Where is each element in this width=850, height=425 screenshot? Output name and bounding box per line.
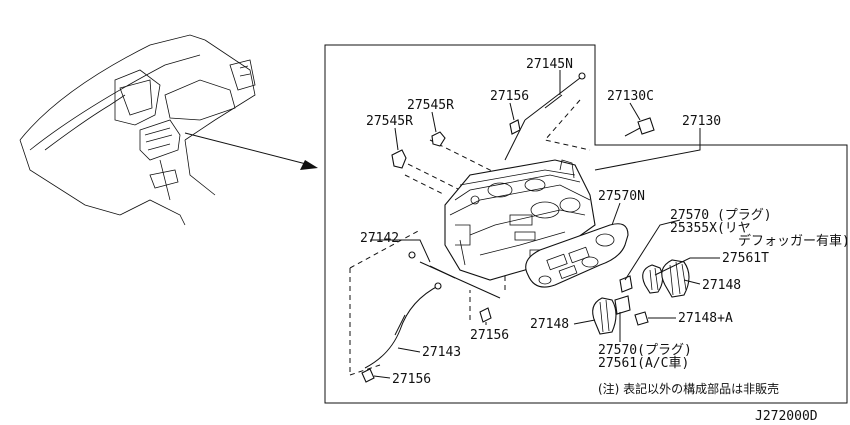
clip-27156-bottom <box>361 368 375 383</box>
label-27570-plug-lower: 27570(プラグ) <box>598 343 692 358</box>
label-27130: 27130 <box>682 114 721 129</box>
label-27156-middle: 27156 <box>470 328 509 343</box>
finisher-panel-27570N <box>525 223 629 288</box>
pointer-arrow <box>184 132 318 170</box>
knob-27148-right <box>661 259 690 298</box>
label-27143: 27143 <box>422 345 461 360</box>
part-labels: 27145N 27130C 27545R 27156 27545R 27130 … <box>360 57 850 387</box>
knob-27561T <box>642 264 664 294</box>
label-27570N: 27570N <box>598 189 645 204</box>
assembly-frame <box>324 44 848 404</box>
label-27145N: 27145N <box>526 57 573 72</box>
cable-27142 <box>408 251 501 299</box>
label-27148-right: 27148 <box>702 278 741 293</box>
label-27561T: 27561T <box>722 251 769 266</box>
label-27545R-b: 27545R <box>366 114 413 129</box>
label-27130C: 27130C <box>607 89 654 104</box>
label-27148-plus-a: 27148+A <box>678 311 733 326</box>
pin-27545R-b <box>391 149 407 169</box>
pin-27545R-a <box>431 131 446 147</box>
label-27156-top: 27156 <box>490 89 529 104</box>
plug-27570-lower <box>614 295 631 315</box>
diagram-code: J272000D <box>755 409 818 424</box>
label-25355X-note: デフォッガー有車) <box>738 233 850 249</box>
screw-27130C <box>624 117 655 137</box>
cable-27145N <box>504 72 586 161</box>
leader-lines <box>370 70 720 379</box>
label-27142: 27142 <box>360 231 399 246</box>
clip-27156-top <box>509 119 521 135</box>
label-27570-plug: 27570 (プラグ) <box>670 208 772 223</box>
knob-27148-plus-a <box>634 311 649 326</box>
label-27156-bottom: 27156 <box>392 372 431 387</box>
knob-27148-left <box>592 297 617 335</box>
label-25355X: 25355X(リヤ <box>670 221 751 236</box>
clip-27156-middle <box>479 307 492 323</box>
cable-27143 <box>364 282 442 369</box>
label-27148-left: 27148 <box>530 317 569 332</box>
not-for-sale-note: (注) 表記以外の構成部品は非販売 <box>598 381 779 396</box>
dashboard-overview-sketch <box>19 34 256 226</box>
label-27561-ac: 27561(A/C車) <box>598 356 689 371</box>
label-27545R-a: 27545R <box>407 98 454 113</box>
